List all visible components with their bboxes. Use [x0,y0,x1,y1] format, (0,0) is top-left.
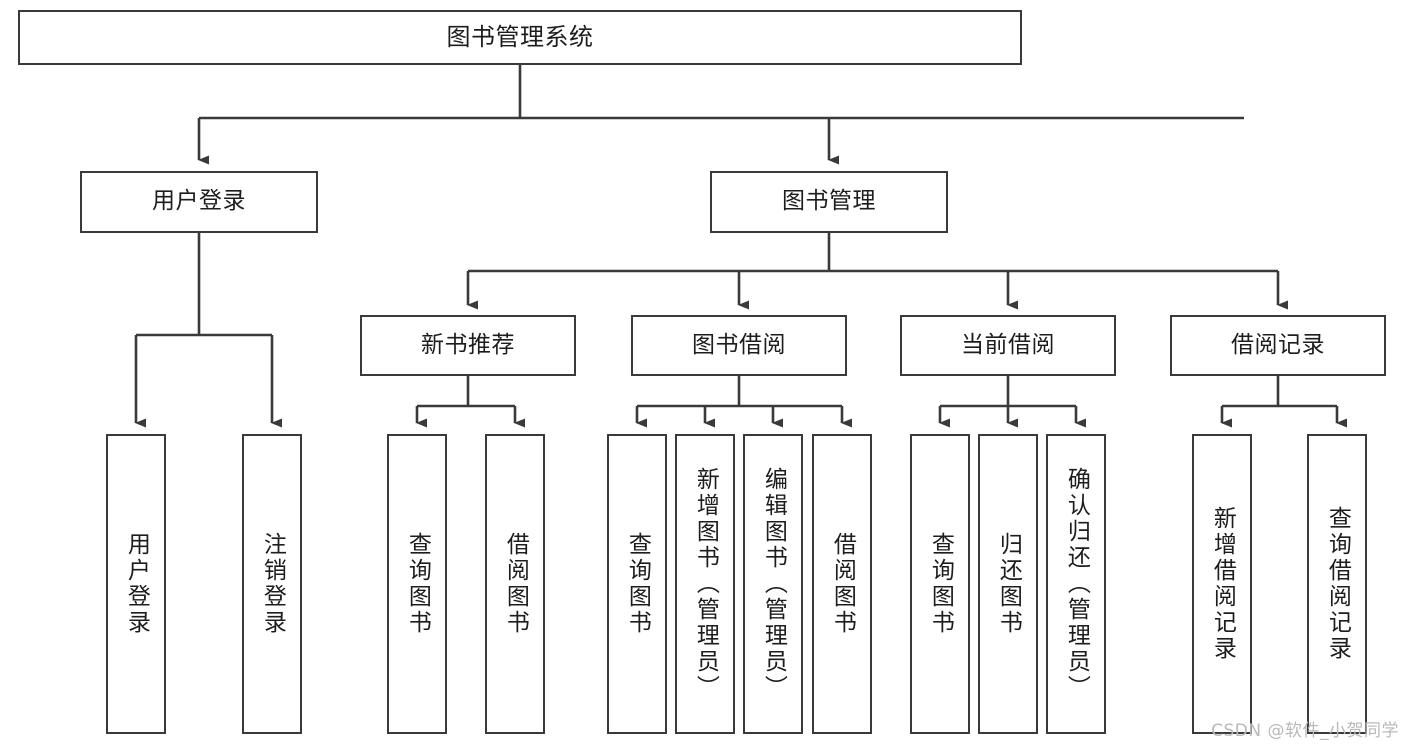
node-leaf-current-borrow-confirm[interactable]: 确认归还（管理员） [1046,434,1106,734]
node-leaf-current-borrow-query-label: 查询图书 [927,532,954,636]
node-leaf-current-borrow-query[interactable]: 查询图书 [910,434,970,734]
node-book-management-label: 图书管理 [782,188,876,215]
node-leaf-new-books-borrow[interactable]: 借阅图书 [485,434,545,734]
node-leaf-borrow-records-add-label: 新增借阅记录 [1209,506,1236,662]
node-leaf-book-borrow-edit-label: 编辑图书（管理员） [760,467,787,701]
node-leaf-book-borrow-query-label: 查询图书 [624,532,651,636]
node-borrow-records-label: 借阅记录 [1231,331,1325,358]
node-leaf-user-login-login-label: 用户登录 [123,532,150,636]
node-leaf-book-borrow-borrow[interactable]: 借阅图书 [812,434,872,734]
node-leaf-user-login-logout[interactable]: 注销登录 [242,434,302,734]
node-root-system[interactable]: 图书管理系统 [18,10,1022,65]
node-leaf-current-borrow-confirm-label: 确认归还（管理员） [1063,467,1090,701]
node-leaf-book-borrow-add[interactable]: 新增图书（管理员） [675,434,735,734]
node-new-book-recommend-label: 新书推荐 [421,331,515,358]
node-leaf-user-login-login[interactable]: 用户登录 [106,434,166,734]
node-user-login-label: 用户登录 [152,188,246,215]
node-leaf-book-borrow-query[interactable]: 查询图书 [607,434,667,734]
node-book-borrow[interactable]: 图书借阅 [631,315,847,376]
node-user-login[interactable]: 用户登录 [80,171,318,233]
node-new-book-recommend[interactable]: 新书推荐 [360,315,576,376]
node-leaf-book-borrow-add-label: 新增图书（管理员） [692,467,719,701]
node-leaf-new-books-borrow-label: 借阅图书 [502,532,529,636]
node-leaf-borrow-records-add[interactable]: 新增借阅记录 [1192,434,1252,734]
node-book-management[interactable]: 图书管理 [710,171,948,233]
node-leaf-current-borrow-return-label: 归还图书 [995,532,1022,636]
node-borrow-records[interactable]: 借阅记录 [1170,315,1386,376]
node-leaf-user-login-logout-label: 注销登录 [259,532,286,636]
watermark-text: CSDN @软件_小贺同学 [1211,721,1399,741]
node-root-system-label: 图书管理系统 [446,23,594,52]
node-leaf-new-books-query-label: 查询图书 [404,532,431,636]
node-leaf-new-books-query[interactable]: 查询图书 [387,434,447,734]
node-leaf-current-borrow-return[interactable]: 归还图书 [978,434,1038,734]
node-book-borrow-label: 图书借阅 [692,331,786,358]
node-current-borrow[interactable]: 当前借阅 [900,315,1116,376]
node-leaf-book-borrow-edit[interactable]: 编辑图书（管理员） [743,434,803,734]
node-leaf-borrow-records-query-label: 查询借阅记录 [1324,506,1351,662]
node-leaf-book-borrow-borrow-label: 借阅图书 [829,532,856,636]
node-current-borrow-label: 当前借阅 [961,331,1055,358]
node-leaf-borrow-records-query[interactable]: 查询借阅记录 [1307,434,1367,734]
